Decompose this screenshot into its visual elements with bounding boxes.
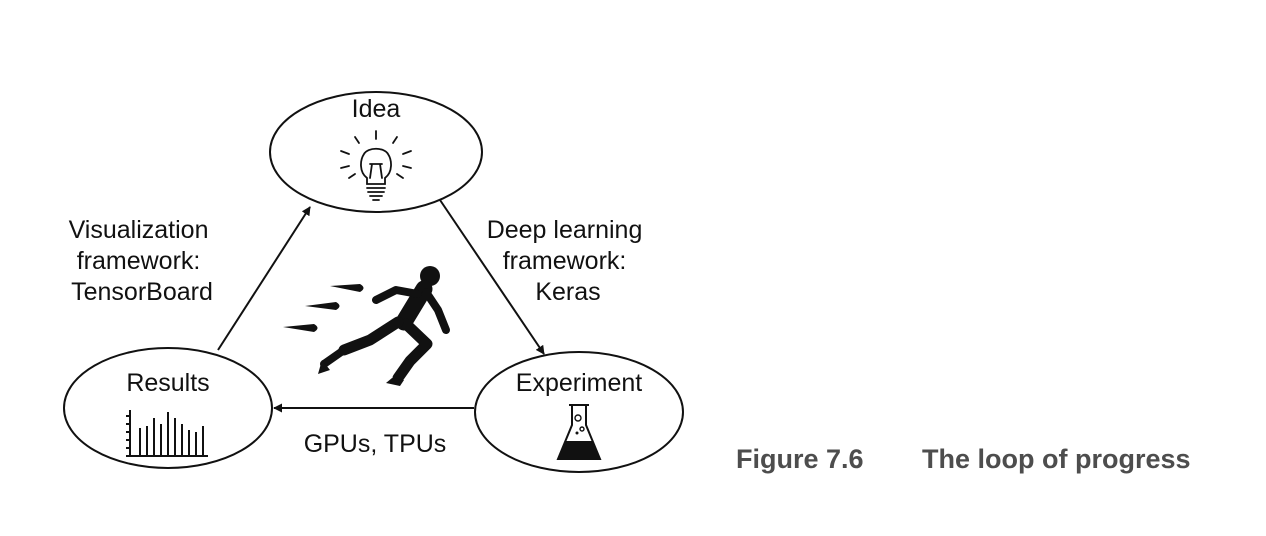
experiment-ellipse bbox=[474, 351, 684, 473]
results-label: Results bbox=[126, 369, 209, 397]
idea-ellipse bbox=[269, 91, 483, 213]
bar-chart-icon bbox=[126, 410, 208, 457]
idea-label: Idea bbox=[352, 95, 401, 123]
edge-label-visualization: Visualization framework: TensorBoard bbox=[69, 216, 216, 306]
edge-label-deep-learning: Deep learning framework: Keras bbox=[487, 216, 650, 306]
idea-node: Idea bbox=[269, 91, 483, 213]
arrow-idea-to-experiment bbox=[439, 199, 545, 355]
edge-label-gpus-tpus: GPUs, TPUs bbox=[304, 430, 447, 458]
results-ellipse bbox=[63, 347, 273, 469]
flask-icon bbox=[556, 404, 602, 460]
arrow-results-to-idea bbox=[217, 206, 311, 351]
results-node: Results bbox=[63, 347, 273, 469]
experiment-label: Experiment bbox=[516, 369, 642, 397]
figure-number: Figure 7.6 bbox=[736, 444, 864, 474]
figure-title: The loop of progress bbox=[922, 444, 1191, 474]
lightbulb-icon bbox=[340, 130, 412, 201]
running-person-icon bbox=[283, 266, 450, 386]
experiment-node: Experiment bbox=[474, 351, 684, 473]
